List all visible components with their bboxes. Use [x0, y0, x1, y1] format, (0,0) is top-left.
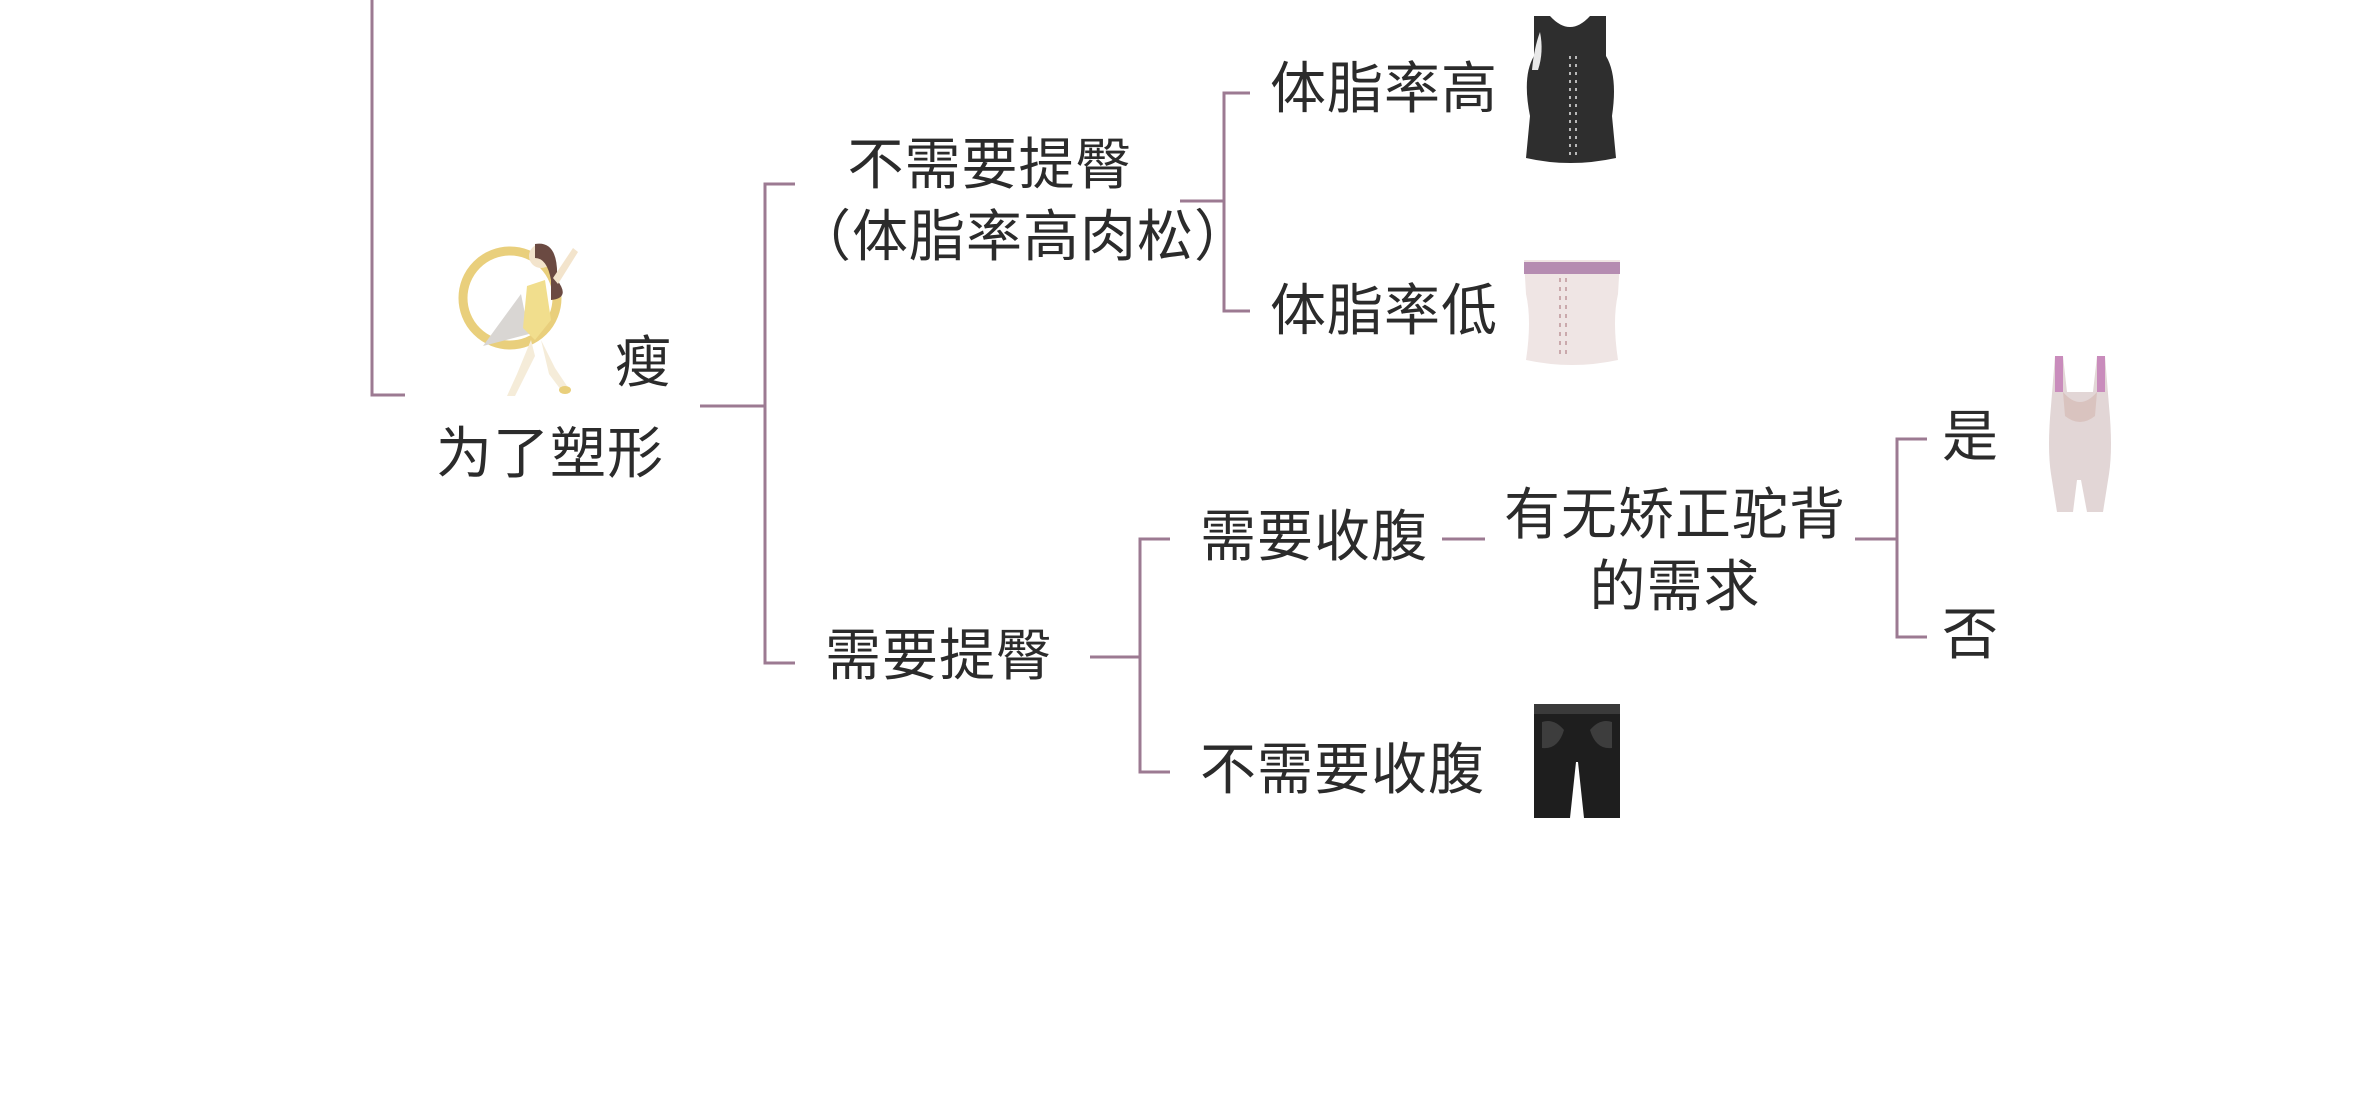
fat-rate-bracket: [1222, 91, 1250, 313]
level1-bracket: [763, 182, 795, 665]
yes-no-bracket: [1895, 437, 1927, 639]
node-yes: 是: [1942, 405, 1999, 470]
node-butt-lift: 需要提臀: [825, 624, 1053, 689]
node-no: 否: [1942, 603, 1999, 668]
node-no-butt-lift-title: 不需要提臀: [847, 133, 1133, 198]
node-need-tummy: 需要收腹: [1200, 505, 1428, 570]
waist-trainer-icon: [1524, 260, 1620, 365]
node-low-fat: 体脂率低: [1270, 279, 1498, 344]
node-hunchback-question-line2: 的需求: [1589, 555, 1761, 620]
node-no-butt-lift: 不需要提臀 （体脂率高肉松）: [795, 130, 1251, 274]
butt-lift-shorts-icon: [1534, 704, 1620, 818]
black-vest-corset-icon: [1526, 16, 1616, 163]
node-no-butt-lift-subtitle: （体脂率高肉松）: [795, 205, 1251, 270]
node-hunchback-question-line1: 有无矫正驼背: [1504, 483, 1846, 548]
node-high-fat: 体脂率高: [1270, 57, 1498, 122]
root-label-bottom: 为了塑形: [436, 422, 664, 487]
root-label-top: 瘦: [615, 331, 672, 396]
hula-hoop-woman-icon: [458, 243, 578, 396]
full-bodysuit-icon: [2049, 356, 2111, 512]
tummy-bracket: [1138, 537, 1170, 774]
node-no-tummy: 不需要收腹: [1200, 738, 1485, 803]
parent-connector: [370, 0, 405, 397]
node-hunchback-question: 有无矫正驼背 的需求: [1490, 480, 1860, 624]
